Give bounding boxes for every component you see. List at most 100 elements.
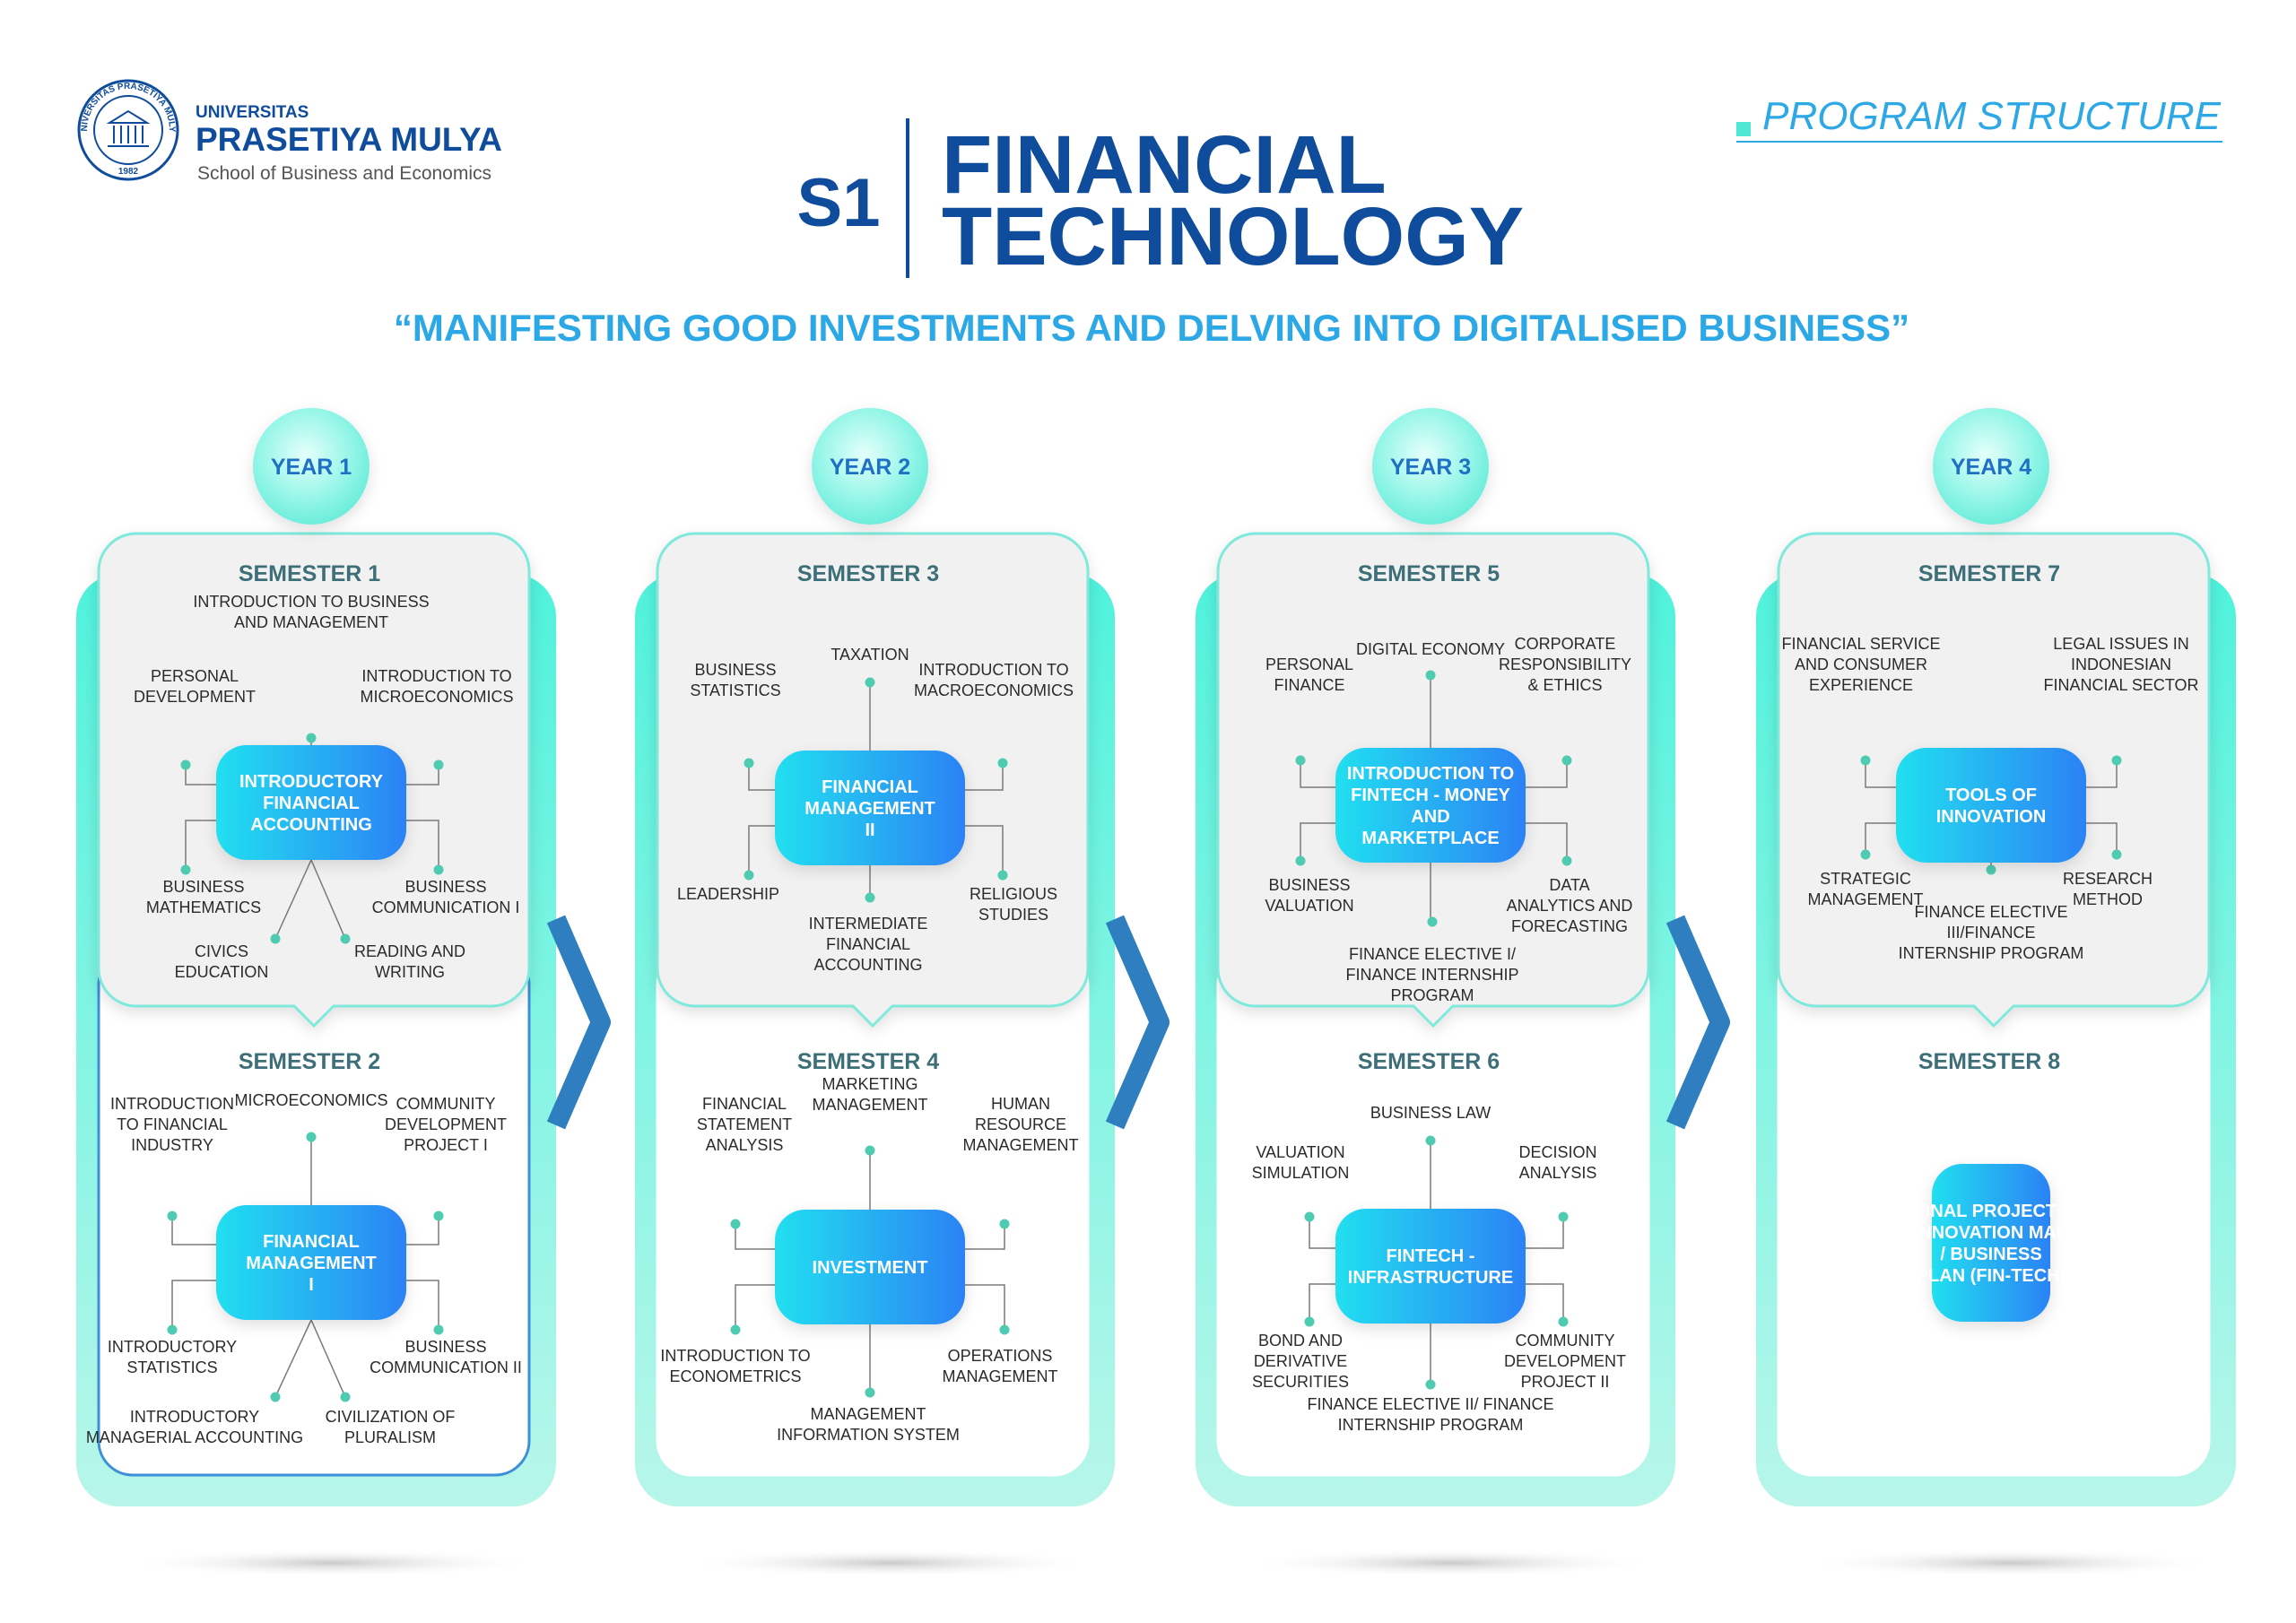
course-dot [433, 864, 444, 875]
course-dot [1425, 1135, 1436, 1146]
course-dot [1561, 755, 1572, 766]
course-label: DIGITAL ECONOMY [1356, 640, 1505, 658]
course-label-line: III/FINANCE [1946, 924, 2035, 942]
course-label-line: COMMUNICATION II [370, 1358, 522, 1376]
course-label-line: PERSONAL [151, 667, 239, 685]
floor-shadow [1245, 1549, 1657, 1577]
connector-line [1526, 760, 1568, 788]
course-label-line: DEVELOPMENT [134, 688, 256, 706]
connector-line [748, 825, 775, 875]
course-dot [306, 733, 317, 743]
course-label-line: EXPERIENCE [1809, 676, 1913, 694]
hub-label-line: INTRODUCTION TO [1347, 764, 1514, 784]
hub-label-line: FINAL PROJECT - [1915, 1202, 2068, 1221]
course-label-line: INTRODUCTION TO [361, 667, 511, 685]
connector-line [1309, 1217, 1335, 1249]
course-label-line: DEVELOPMENT [385, 1115, 507, 1133]
course-dot [167, 1324, 178, 1335]
year-label: YEAR 4 [1951, 455, 2031, 480]
course-dot [1304, 1316, 1315, 1327]
course-label-line: ACCOUNTING [814, 956, 923, 974]
hub-label-line: PLAN (FIN-TECH) [1917, 1266, 2066, 1286]
university-small: UNIVERSITAS [196, 103, 309, 122]
semester-heading: SEMESTER 1 [239, 561, 380, 586]
course-label-line: INTERMEDIATE [809, 915, 928, 933]
hub-label-line: INFRASTRUCTURE [1348, 1268, 1513, 1288]
course-dot [744, 870, 754, 881]
course-label-line: STRATEGIC [1820, 870, 1911, 888]
building-icon [106, 109, 151, 147]
course-dot [180, 759, 191, 770]
hub-label-line: FINANCIAL [822, 777, 918, 797]
course-label-line: FORECASTING [1511, 917, 1628, 935]
course-label-line: MACROECONOMICS [914, 681, 1074, 699]
semester-heading: SEMESTER 3 [797, 561, 939, 586]
course-label-line: DERIVATIVE [1254, 1352, 1347, 1370]
hub-label-line: MANAGEMENT [246, 1254, 377, 1273]
year-badge [253, 408, 370, 525]
connector-line [1526, 1217, 1564, 1249]
school-name: School of Business and Economics [197, 163, 491, 184]
connector-line [2086, 760, 2118, 788]
course-label-line: INTRODUCTION TO BUSINESS [193, 593, 429, 611]
hub-label-line: FINTECH - [1387, 1246, 1475, 1266]
course-label-line: FINANCIAL [826, 935, 910, 953]
course-label-line: AND CONSUMER [1795, 655, 1927, 673]
course-label-line: MICROECONOMICS [361, 688, 514, 706]
hub-label-line: INNOVATION [1936, 807, 2047, 827]
course-dot [865, 1145, 875, 1156]
course-label-line: INTRODUCTION TO [918, 661, 1068, 679]
course-label-line: CIVILIZATION OF [326, 1408, 456, 1426]
semester-heading: SEMESTER 7 [1918, 561, 2060, 586]
course-label-line: BUSINESS [404, 878, 486, 896]
course-dot [730, 1324, 741, 1335]
connector-line [748, 763, 775, 791]
course-dot [997, 870, 1008, 881]
hub-box [1335, 748, 1526, 863]
course-dot [865, 677, 875, 688]
hub-label: FINTECH -INFRASTRUCTURE [1348, 1246, 1513, 1288]
title-line-1: FINANCIAL [942, 119, 1387, 211]
course-label-line: PERSONAL [1265, 655, 1353, 673]
chevron-arrow-icon [546, 915, 611, 1130]
connector-line [406, 765, 439, 785]
connector-line [1309, 1283, 1335, 1322]
course-dot [865, 1387, 875, 1398]
course-dot [1561, 855, 1572, 866]
course-label-line: MICROECONOMICS [235, 1091, 388, 1109]
year-badge [1372, 408, 1489, 525]
course-label-line: PLURALISM [344, 1428, 436, 1446]
hub-label-line: I [309, 1275, 314, 1295]
section-marker [1736, 122, 1751, 136]
course-label: INTERMEDIATE FINANCIAL ACCOUNTING [809, 915, 928, 974]
course-dot [1427, 916, 1438, 927]
course-dot [1425, 1379, 1436, 1390]
connector-line [406, 1216, 439, 1245]
course-label-line: RELIGIOUS [970, 885, 1057, 903]
hub-label-line: FINTECH - MONEY [1351, 785, 1510, 805]
course-label-line: DEVELOPMENT [1504, 1352, 1626, 1370]
course-label-line: CORPORATE [1515, 635, 1616, 653]
title-line-2: TECHNOLOGY [942, 191, 1524, 282]
connector-line [171, 1280, 216, 1330]
course-label-line: ANALYSIS [1519, 1164, 1597, 1182]
course-dot [1295, 755, 1306, 766]
hub-label-line: MANAGEMENT [804, 799, 935, 819]
seal-inner [93, 95, 163, 165]
course-label-line: MANAGEMENT [812, 1096, 927, 1114]
semester-heading: SEMESTER 2 [239, 1049, 380, 1074]
program-title: S1 FINANCIAL TECHNOLOGY [797, 118, 1524, 282]
course-dot [433, 1324, 444, 1335]
